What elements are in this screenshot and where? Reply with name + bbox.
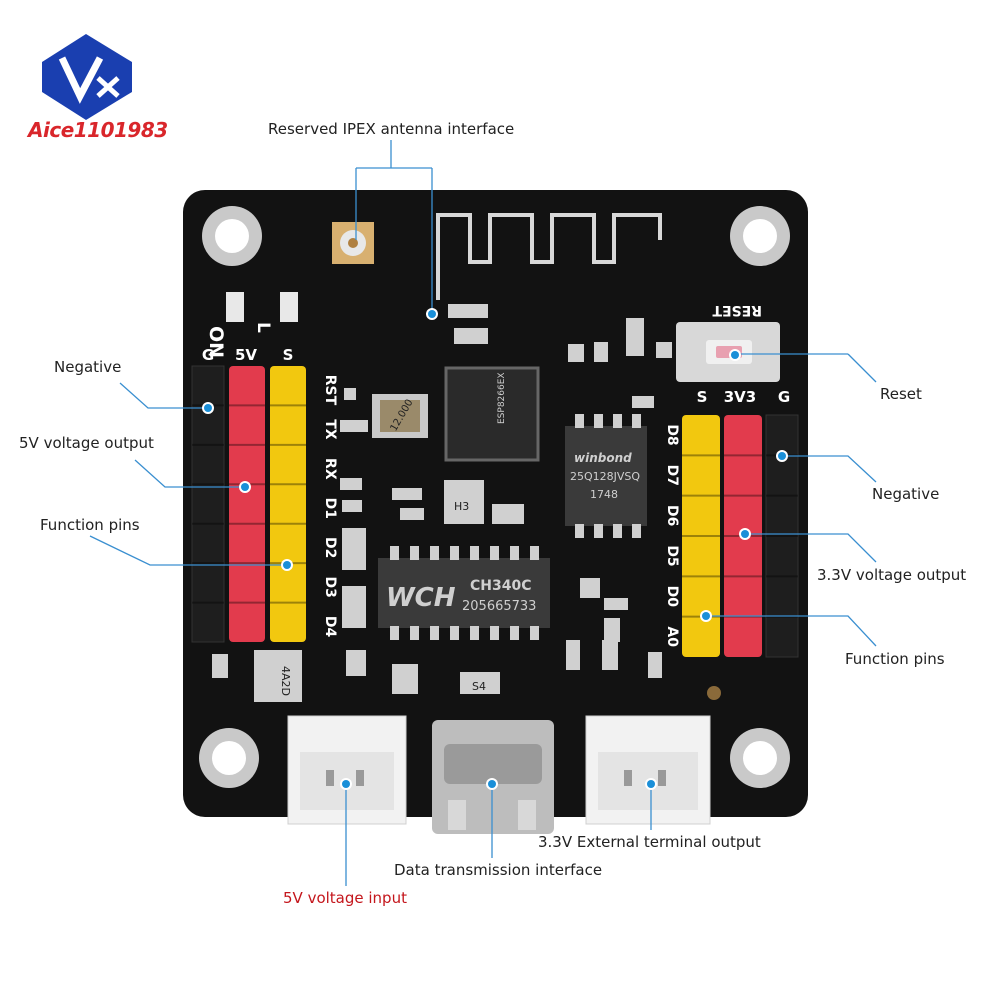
ch340-marking-lot: 205665733: [462, 599, 536, 614]
silk-right-pin-label: D5: [664, 545, 680, 566]
silk-right-pin-label: D7: [664, 465, 680, 486]
flash-marking-brand: winbond: [574, 451, 632, 465]
silk-left-header-label: S: [283, 346, 294, 364]
5v-input-terminal: [287, 715, 407, 825]
silk-left-pin-label: D2: [322, 537, 338, 558]
silk-reset: RESET: [712, 302, 762, 318]
chip-markings: ESP8266EX winbond 25Q128JVSQ 1748 WCH CH…: [279, 372, 640, 696]
pcb-antenna: [436, 213, 662, 300]
silk-right-pin-label: D6: [664, 505, 680, 526]
silk-right-header-label: G: [778, 388, 790, 406]
silk-right-pin-label: A0: [664, 626, 680, 647]
left-header-yellow: [270, 366, 306, 642]
silk-left-pin-label: D3: [322, 576, 338, 597]
callout-function-pins-right: Function pins: [845, 650, 945, 668]
logo-shield-icon: [42, 34, 132, 120]
power-led: [226, 292, 244, 322]
test-pad: [707, 686, 721, 700]
reset-button[interactable]: [676, 322, 780, 382]
flash-marking-part: 25Q128JVSQ: [570, 470, 640, 483]
left-header-red: [229, 366, 265, 642]
mounting-hole: [730, 728, 790, 788]
callout-lines: [89, 140, 877, 886]
callout-negative-left: Negative: [54, 358, 122, 376]
ch340-marking-part: CH340C: [470, 578, 532, 594]
silk-right-pin-label: D8: [664, 424, 680, 445]
silkscreen: ON L RESET: [205, 302, 762, 358]
flash-marking-date: 1748: [590, 488, 618, 501]
micro-usb-port: [432, 720, 554, 834]
usb-serial-chip: [378, 546, 550, 640]
silk-right-header-label: 3V3: [724, 388, 756, 406]
callout-function-pins-left: Function pins: [40, 516, 140, 534]
crystal-top: [380, 400, 420, 432]
mounting-hole: [199, 728, 259, 788]
ch340-marking-brand: WCH: [386, 583, 456, 613]
smd-components: [212, 304, 672, 702]
silk-right-pin-label: D0: [664, 586, 680, 608]
silk-left-pin-label: TX: [322, 419, 338, 440]
callout-dots: [202, 308, 788, 790]
regulator-marking: 4A2D: [279, 666, 292, 696]
right-header-yellow: [682, 415, 720, 657]
mounting-hole: [730, 206, 790, 266]
callout-5v-output: 5V voltage output: [19, 434, 154, 452]
callout-3v3-terminal: 3.3V External terminal output: [538, 833, 761, 851]
callout-ipex-antenna: Reserved IPEX antenna interface: [268, 120, 515, 138]
callout-3v3-output: 3.3V voltage output: [817, 566, 967, 584]
wifi-chip: [444, 366, 540, 462]
ipex-connector: [332, 222, 374, 264]
silk-right-header-label: S: [697, 388, 708, 406]
status-led: [280, 292, 298, 322]
callout-negative-right: Negative: [872, 485, 940, 503]
mosfet-marking: H3: [454, 500, 469, 513]
callout-data-interface: Data transmission interface: [394, 861, 603, 879]
brand-logo-text: Aice1101983: [28, 118, 168, 142]
silk-left-pin-label: RX: [322, 458, 338, 480]
callout-reset: Reset: [880, 385, 922, 403]
flash-chip: [565, 414, 647, 538]
header-pin-dividers: [192, 404, 798, 618]
3v3-output-terminal: [585, 715, 711, 825]
silk-on: ON: [205, 326, 227, 358]
silk-left-header-label: 5V: [235, 346, 257, 364]
silk-l: L: [253, 322, 273, 333]
silk-left-header-label: G: [202, 346, 214, 364]
mounting-hole: [202, 206, 262, 266]
silk-left-pin-label: RST: [322, 375, 338, 406]
callout-5v-input: 5V voltage input: [283, 889, 407, 907]
esp-marking: ESP8266EX: [497, 372, 507, 424]
diode-marking: S4: [472, 680, 486, 693]
silk-left-pin-label: D1: [322, 498, 338, 519]
silk-left-pin-label: D4: [322, 616, 338, 638]
